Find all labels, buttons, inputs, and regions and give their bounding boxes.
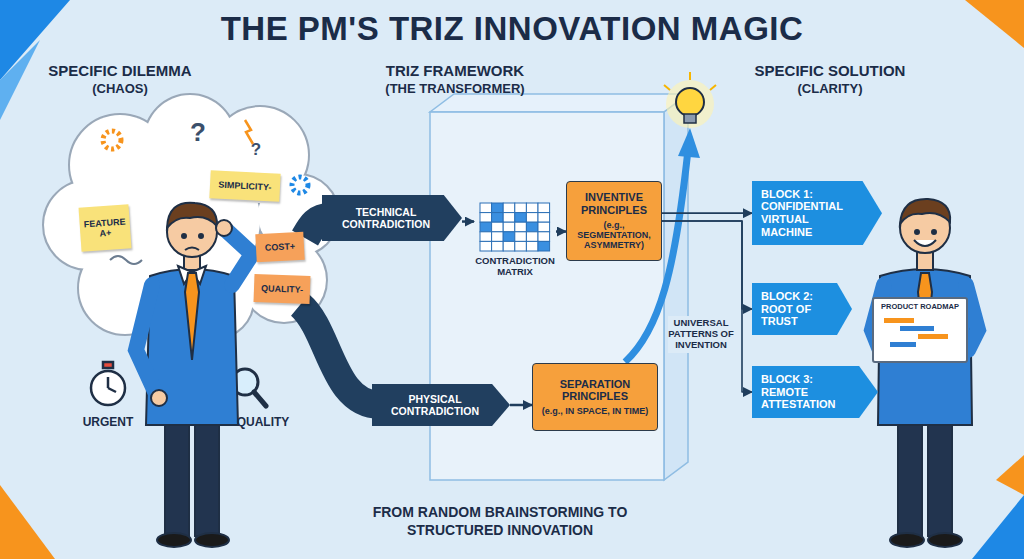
- node-heading: TECHNICAL CONTRADICTION: [332, 206, 440, 230]
- worried-pm: [136, 203, 252, 547]
- matrix-cell: [538, 241, 550, 251]
- solution-block: BLOCK 2: ROOT OF TRUST: [752, 283, 852, 335]
- matrix-cell: [515, 213, 527, 223]
- solution-block: BLOCK 1: CONFIDENTIAL VIRTUAL MACHINE: [752, 181, 882, 246]
- matrix-cell: [538, 232, 550, 242]
- question-mark: ?: [248, 140, 264, 160]
- matrix-cell: [515, 222, 527, 232]
- column-heading: SPECIFIC SOLUTION: [730, 62, 930, 79]
- question-mark: ?: [188, 118, 208, 148]
- contradiction-matrix: CONTRADICTION MATRIX: [474, 202, 556, 278]
- matrix-cell: [515, 232, 527, 242]
- matrix-cell: [503, 232, 515, 242]
- matrix-cell: [538, 213, 550, 223]
- matrix-cell: [492, 222, 504, 232]
- arrow-fill: [752, 181, 882, 246]
- matrix-cell: [538, 203, 550, 213]
- arrow-fill: [752, 283, 852, 335]
- roadmap-board: PRODUCT ROADMAP: [872, 297, 968, 363]
- matrix-cell: [492, 232, 504, 242]
- matrix-cell: [526, 203, 538, 213]
- column-heading: TRIZ FRAMEWORK: [355, 62, 555, 79]
- sticky-note: SIMPLICITY-: [209, 170, 280, 202]
- matrix-cell: [503, 241, 515, 251]
- node-heading: BLOCK 1: CONFIDENTIAL VIRTUAL MACHINE: [761, 188, 860, 239]
- happy-pm: [872, 199, 978, 547]
- node-heading: FEATURE A+: [82, 216, 127, 240]
- matrix-cell: [480, 232, 492, 242]
- gantt-bar: [900, 326, 934, 331]
- gantt-bar: [890, 342, 916, 347]
- caption: FROM RANDOM BRAINSTORMING TO STRUCTURED …: [372, 503, 628, 539]
- arrow-fill: [322, 195, 462, 241]
- matrix-cell: [503, 222, 515, 232]
- flow-note: UNIVERSAL PATTERNS OF INVENTION: [668, 316, 734, 353]
- solution-block: BLOCK 3: REMOTE ATTESTATION: [752, 366, 878, 418]
- title: THE PM'S TRIZ INNOVATION MAGIC: [0, 10, 1024, 48]
- column-heading: SPECIFIC DILEMMA: [20, 62, 220, 79]
- contradiction-arrow: PHYSICAL CONTRADICTION: [372, 384, 510, 426]
- matrix-cell: [503, 213, 515, 223]
- flow-connector: [556, 230, 566, 233]
- node-heading: CONTRADICTION MATRIX: [474, 256, 556, 278]
- arrow-fill: [752, 366, 878, 418]
- matrix-cell: [515, 241, 527, 251]
- node-heading: BLOCK 2: ROOT OF TRUST: [761, 290, 830, 328]
- node-heading: QUALITY-: [257, 283, 307, 295]
- matrix-cell: [492, 241, 504, 251]
- matrix-cell: [480, 222, 492, 232]
- matrix-cell: [503, 203, 515, 213]
- flow-connector: [662, 221, 752, 309]
- column-subheading: (CLARITY): [730, 82, 930, 97]
- matrix-cell: [480, 203, 492, 213]
- flow-connector: [662, 221, 752, 392]
- icon-label: URGENT: [68, 416, 148, 430]
- matrix-grid: [479, 202, 551, 252]
- flow-connector: [662, 212, 752, 214]
- gantt-bars: [880, 315, 960, 347]
- flow-connector: [462, 220, 474, 223]
- matrix-cell: [515, 203, 527, 213]
- stopwatch-icon: [91, 362, 125, 405]
- node-heading: INVENTIVE PRINCIPLES: [572, 191, 656, 216]
- matrix-cell: [538, 222, 550, 232]
- node-heading: PRODUCT ROADMAP: [877, 303, 963, 312]
- contradiction-arrow: TECHNICAL CONTRADICTION: [322, 195, 462, 241]
- gantt-bar: [918, 334, 948, 339]
- node-body: (e.g., SEGMENTATION, ASYMMETRY): [572, 220, 656, 251]
- matrix-cell: [480, 241, 492, 251]
- gantt-bar: [884, 318, 914, 323]
- matrix-cell: [526, 222, 538, 232]
- matrix-cell: [492, 213, 504, 223]
- matrix-cell: [526, 232, 538, 242]
- node-body: (e.g., IN SPACE, IN TIME): [538, 406, 652, 416]
- contradiction-bands: [300, 218, 380, 405]
- column-subheading: (CHAOS): [20, 82, 220, 97]
- matrix-cell: [526, 213, 538, 223]
- sticky-note: COST+: [255, 232, 304, 262]
- matrix-cell: [526, 241, 538, 251]
- sticky-note: FEATURE A+: [79, 204, 132, 251]
- matrix-cell: [492, 203, 504, 213]
- node-heading: BLOCK 3: REMOTE ATTESTATION: [761, 373, 856, 411]
- flow-connector: [510, 404, 532, 407]
- icon-label: QUALITY: [220, 416, 306, 430]
- node-heading: SEPARATION PRINCIPLES: [538, 378, 652, 403]
- node-heading: SIMPLICITY-: [213, 179, 277, 193]
- lightbulb: [664, 72, 716, 128]
- principles-box: INVENTIVE PRINCIPLES (e.g., SEGMENTATION,…: [566, 181, 662, 261]
- arrow-fill: [372, 384, 510, 426]
- principles-box: SEPARATION PRINCIPLES (e.g., IN SPACE, IN…: [532, 363, 658, 431]
- column-subheading: (THE TRANSFORMER): [355, 82, 555, 97]
- sticky-note: QUALITY-: [254, 274, 311, 304]
- matrix-cell: [480, 213, 492, 223]
- node-heading: COST+: [259, 241, 301, 254]
- node-heading: PHYSICAL CONTRADICTION: [382, 393, 488, 417]
